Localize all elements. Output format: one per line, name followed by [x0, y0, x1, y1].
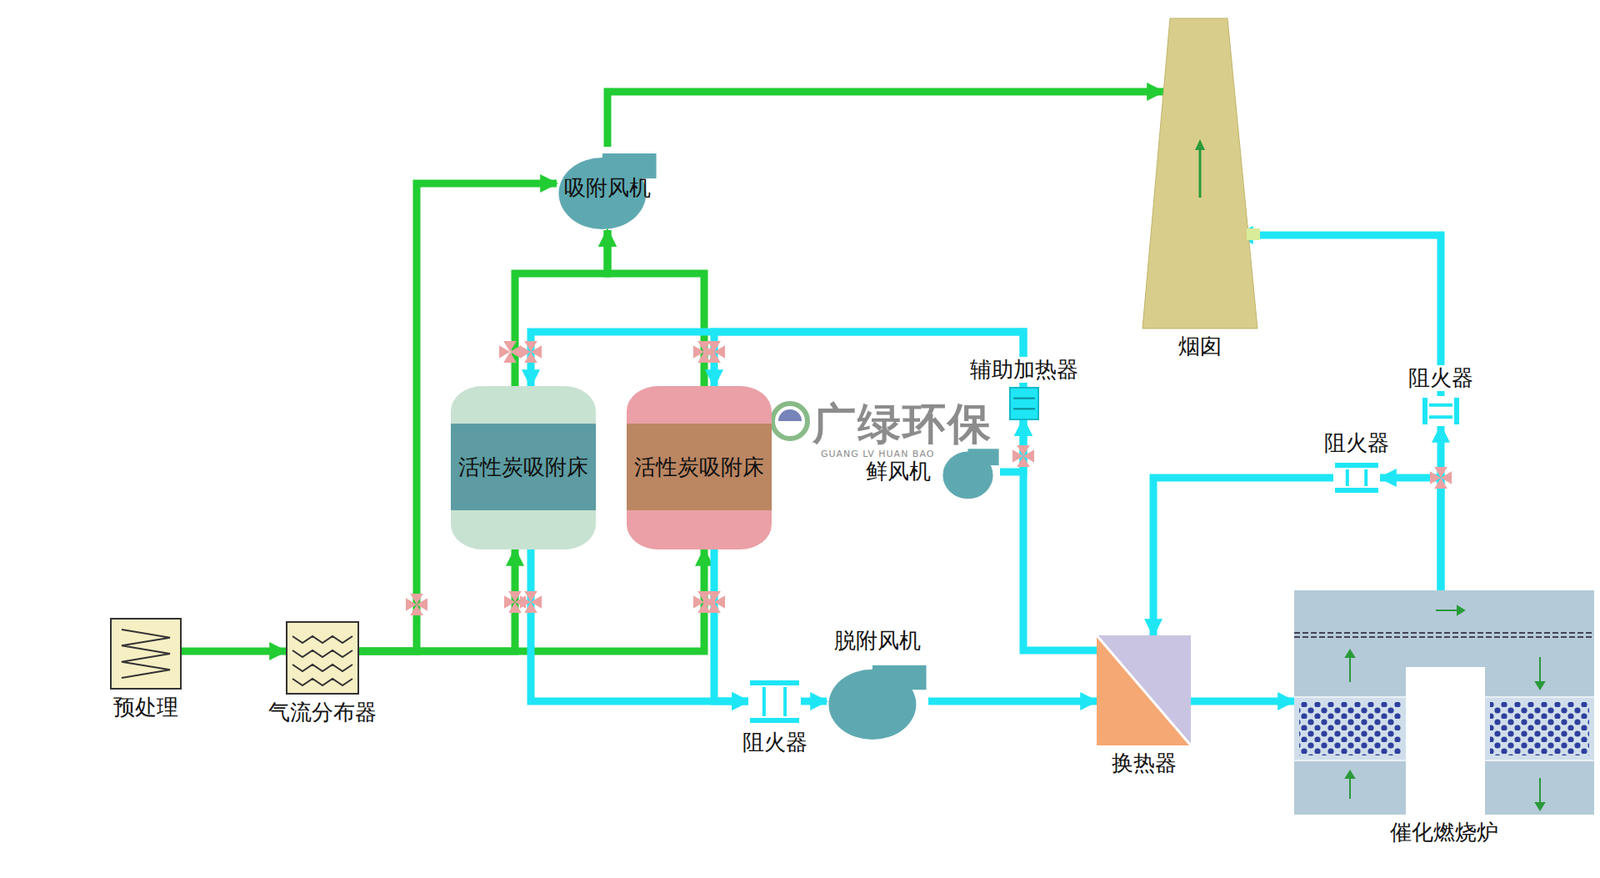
shape [826, 658, 929, 740]
shape [1294, 590, 1595, 815]
shape [1010, 387, 1039, 420]
distributor-wave [292, 635, 353, 643]
flame-arrester: 阻火器 [1420, 395, 1461, 426]
pipe [530, 549, 749, 701]
node-label: 辅助加热器 [967, 356, 1081, 383]
flow-arrows [1345, 605, 1545, 810]
pipe [530, 331, 1024, 388]
fresh-air-fan: 鲜风机 [941, 444, 1000, 500]
pipe [1190, 697, 1295, 705]
adsorption-bed: 活性炭吸附床 [626, 385, 772, 550]
node-label: 鲜风机 [863, 458, 934, 485]
distributor-wave [292, 650, 353, 657]
node-label: 活性炭吸附床 [458, 454, 589, 480]
label-holder: 活性炭吸附床 [626, 385, 772, 550]
node-label: 脱附风机 [831, 627, 924, 654]
heater-body [1010, 387, 1039, 420]
pretreatment-box: 预处理 [110, 617, 182, 690]
valve [520, 590, 542, 613]
shape [285, 620, 360, 695]
pipe [607, 230, 705, 386]
flame-arrester: 阻火器 [748, 678, 801, 725]
node-label: 催化燃烧炉 [1387, 819, 1501, 845]
chimney-body [1142, 18, 1258, 329]
label-holder: 吸附风机 [556, 146, 659, 230]
hx-half [1096, 635, 1191, 745]
fan-volute [828, 669, 916, 740]
hx-half [1096, 635, 1191, 745]
label-holder: 活性炭吸附床 [450, 385, 596, 550]
shape [110, 617, 182, 690]
valve [520, 340, 542, 363]
valve [405, 593, 428, 615]
pipe [607, 91, 1164, 147]
pipe [800, 697, 827, 705]
shape [1163, 18, 1237, 329]
node-label: 阻火器 [740, 729, 810, 755]
pipe [1380, 477, 1441, 590]
chimney-inlet [1246, 228, 1260, 240]
shape [1420, 395, 1461, 426]
pipe [1023, 419, 1097, 650]
node-label: 活性炭吸附床 [634, 454, 765, 480]
pipe [515, 230, 608, 386]
node-label: 阻火器 [1405, 365, 1476, 391]
carbon-layer [450, 423, 596, 510]
heat-exchanger: 换热器 [1096, 635, 1191, 745]
shape [941, 444, 1000, 500]
filter-zigzag [121, 629, 170, 678]
logo-mark [772, 403, 808, 439]
catalytic-furnace: 催化燃烧炉 [1294, 590, 1595, 815]
node-label: 预处理 [110, 694, 181, 720]
node-label: 气流分布器 [265, 699, 380, 725]
arrester-symbol [1333, 460, 1380, 495]
carbon-layer [626, 423, 772, 510]
arrester-symbol [748, 678, 801, 725]
distributor-wave [292, 678, 353, 685]
node-label: 吸附风机 [564, 175, 651, 201]
shape [1096, 635, 1191, 745]
valve [499, 340, 521, 363]
flame-arrester: 阻火器 [1333, 460, 1380, 495]
watermark: 广绿环保 [812, 395, 993, 454]
vessel [450, 385, 596, 550]
pipe [928, 697, 1097, 705]
node-label: 阻火器 [1321, 430, 1392, 456]
adsorption-fan: 吸附风机 [556, 146, 659, 230]
vessel [626, 385, 772, 550]
air-distributor: 气流分布器 [285, 620, 360, 695]
pipe [181, 647, 286, 655]
valve [1430, 466, 1452, 489]
auxiliary-heater: 辅助加热器 [1010, 387, 1039, 420]
valve [703, 340, 725, 363]
filter-box [110, 618, 181, 689]
arrester-symbol [1420, 395, 1461, 426]
adsorption-bed: 活性炭吸附床 [450, 385, 596, 550]
fan-volute [942, 451, 993, 500]
pipe [359, 549, 515, 651]
valve [703, 590, 725, 613]
shape [748, 678, 801, 725]
chimney: 烟囱 [1163, 18, 1237, 329]
distributor-box [286, 621, 359, 694]
watermark-subtitle: GUANG LV HUAN BAO [820, 448, 935, 460]
furnace-body [1294, 590, 1595, 815]
node-label: 换热器 [1109, 750, 1180, 776]
pipe [714, 549, 749, 701]
shape [1333, 460, 1380, 495]
valve [1012, 445, 1035, 467]
desorption-fan: 脱附风机 [826, 658, 929, 740]
node-label: 烟囱 [1175, 333, 1225, 360]
distributor-wave [292, 664, 353, 671]
